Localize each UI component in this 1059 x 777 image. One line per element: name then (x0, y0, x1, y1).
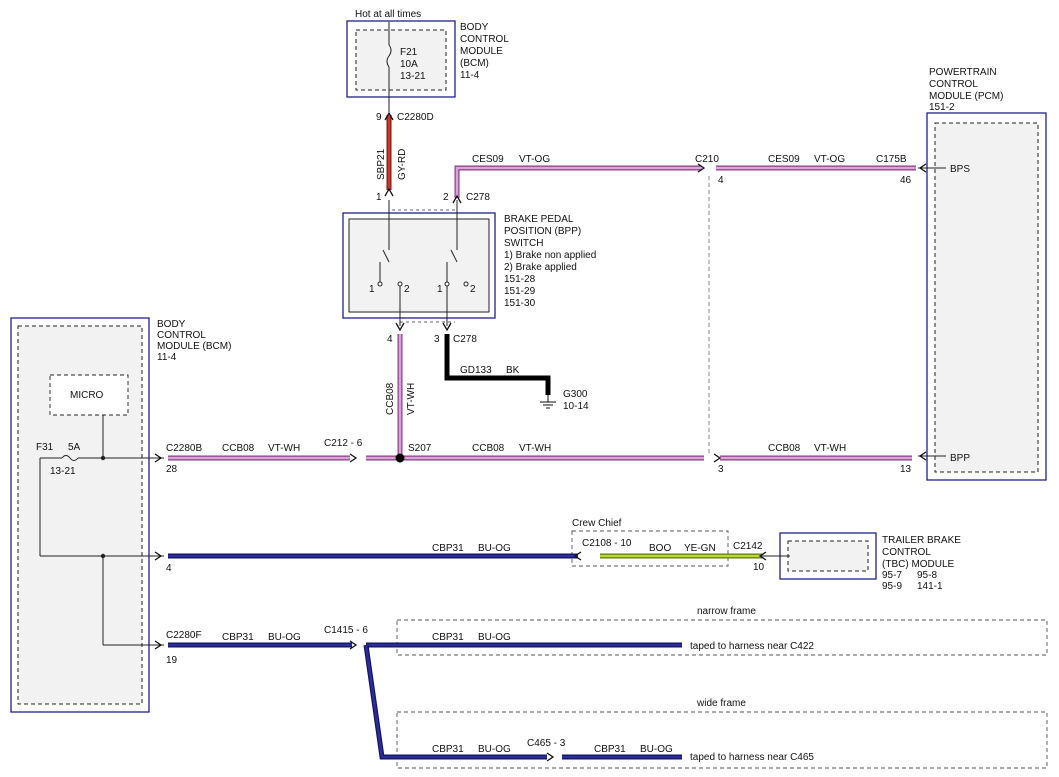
crew-chief-box (571, 530, 729, 567)
c212-label: C212 - 6 (324, 438, 363, 449)
bpp-connector-top: C278 (466, 192, 490, 203)
pcm-bps-label: BPS (950, 164, 970, 175)
fuse-f31-name: F31 (36, 442, 54, 453)
pcm-pin-46: 46 (900, 175, 912, 186)
c210-label: C210 (695, 154, 719, 165)
ground-circuit: GD133 (460, 365, 492, 376)
cbp-color: BU-OG (478, 543, 511, 554)
bpp-switch-module (342, 212, 496, 319)
s207-label: S207 (408, 443, 432, 454)
pcm-title: POWERTRAIN CONTROL MODULE (PCM) 151-2 (929, 67, 1006, 113)
sw-right-pin-2: 2 (470, 284, 476, 295)
c2280b-label: C2280B (166, 443, 202, 454)
wire-cbp31-wide (363, 644, 547, 760)
cbp-pin-4: 4 (166, 563, 172, 574)
narrow-frame-box (396, 619, 1048, 656)
vert-ccb-color: VT-WH (406, 383, 417, 415)
ces-circuit-a: CES09 (472, 154, 504, 165)
c2108-label: C2108 - 10 (582, 538, 632, 549)
bpp-title: BRAKE PEDAL POSITION (BPP) SWITCH 1) Bra… (504, 214, 599, 309)
ccb-color-3: VT-WH (814, 443, 846, 454)
wide-note: taped to harness near C465 (690, 752, 814, 763)
pcm-pin-13: 13 (900, 464, 912, 475)
bpp-pin-bottom-left: 4 (387, 334, 393, 345)
wide-frame-box (396, 711, 1048, 769)
c175b-label: C175B (876, 154, 907, 165)
narrow-note: taped to harness near C422 (690, 641, 814, 652)
top-bcm-module (346, 20, 456, 98)
pcm-module (926, 112, 1047, 481)
wire-gd133 (444, 334, 551, 395)
crew-chief-label: Crew Chief (572, 518, 622, 529)
ccb-color-2: VT-WH (519, 443, 551, 454)
ccb-color-1: VT-WH (268, 443, 300, 454)
ccb-circuit-3: CCB08 (768, 443, 801, 454)
boo-circuit: BOO (649, 543, 671, 554)
top-bcm-title: BODY CONTROL MODULE (BCM) 11-4 (460, 22, 511, 81)
c465-label: C465 - 3 (527, 738, 566, 749)
c1415-label: C1415 - 6 (324, 625, 368, 636)
bpp-connector-bottom: C278 (453, 334, 477, 345)
wires (168, 115, 916, 760)
top-fuse-label: F21 10A 13-21 (400, 47, 426, 82)
narrow-circuit: CBP31 (432, 632, 464, 643)
left-bcm-title: BODY CONTROL MODULE (BCM) 11-4 (157, 319, 234, 363)
sw-left-pin-2: 2 (404, 284, 410, 295)
top-wire-circuit: SBP21 (376, 148, 387, 180)
top-pin: 9 (376, 112, 382, 123)
cbp-frame-circuit: CBP31 (222, 632, 254, 643)
wide-circuit: CBP31 (432, 744, 464, 755)
ccb-circuit-2: CCB08 (472, 443, 505, 454)
ces-color-a: VT-OG (519, 154, 550, 165)
ground-name: G300 (563, 389, 588, 400)
left-bcm-module (10, 317, 150, 713)
bpp-pin-bottom-right: 3 (434, 334, 440, 345)
sw-right-pin-1: 1 (437, 284, 443, 295)
wire-ces09-a (454, 165, 702, 198)
tbc-title: TRAILER BRAKE CONTROL (TBC) MODULE (882, 535, 964, 570)
narrow-color: BU-OG (478, 632, 511, 643)
c2280f-label: C2280F (166, 630, 202, 641)
fuse-f31-amp: 5A (68, 442, 81, 453)
pcm-bpp-label: BPP (950, 453, 970, 464)
c210-pin-4: 4 (718, 175, 724, 186)
wide-color-2: BU-OG (640, 744, 673, 755)
s207-splice (395, 453, 405, 463)
wide-color: BU-OG (478, 744, 511, 755)
ground-ref: 10-14 (563, 401, 589, 412)
ground-icon (540, 395, 556, 409)
c210-pin-3: 3 (718, 464, 724, 475)
micro-label: MICRO (70, 390, 104, 401)
ces-color-b: VT-OG (814, 154, 845, 165)
ces-circuit-b: CES09 (768, 154, 800, 165)
cbp-circuit: CBP31 (432, 543, 464, 554)
narrow-frame-title: narrow frame (697, 606, 756, 617)
cbp-frame-color: BU-OG (268, 632, 301, 643)
wide-circuit-2: CBP31 (594, 744, 626, 755)
ccb-pin-28: 28 (166, 464, 178, 475)
tbc-module (779, 532, 877, 580)
top-connector: C2280D (397, 112, 434, 123)
top-wire-color: GY-RD (397, 149, 408, 180)
ground-color: BK (506, 365, 520, 376)
hot-label: Hot at all times (355, 9, 421, 20)
connector-arrows (154, 111, 927, 762)
bpp-pin-top-right: 2 (443, 192, 449, 203)
fuse-f31-ref: 13-21 (50, 466, 76, 477)
tbc-pin-10: 10 (753, 562, 765, 573)
ccb-circuit-1: CCB08 (222, 443, 255, 454)
sw-left-pin-1: 1 (369, 284, 375, 295)
cbp-frame-pin-19: 19 (166, 655, 178, 666)
bpp-pin-top-left: 1 (376, 192, 382, 203)
boo-color: YE-GN (684, 543, 716, 554)
c2142-label: C2142 (733, 541, 763, 552)
internal-lines (39, 22, 946, 646)
wide-frame-title: wide frame (696, 698, 746, 709)
tbc-refs: 95-7 95-8 95-9 141-1 (882, 570, 943, 592)
vert-ccb-circuit: CCB08 (385, 382, 396, 415)
